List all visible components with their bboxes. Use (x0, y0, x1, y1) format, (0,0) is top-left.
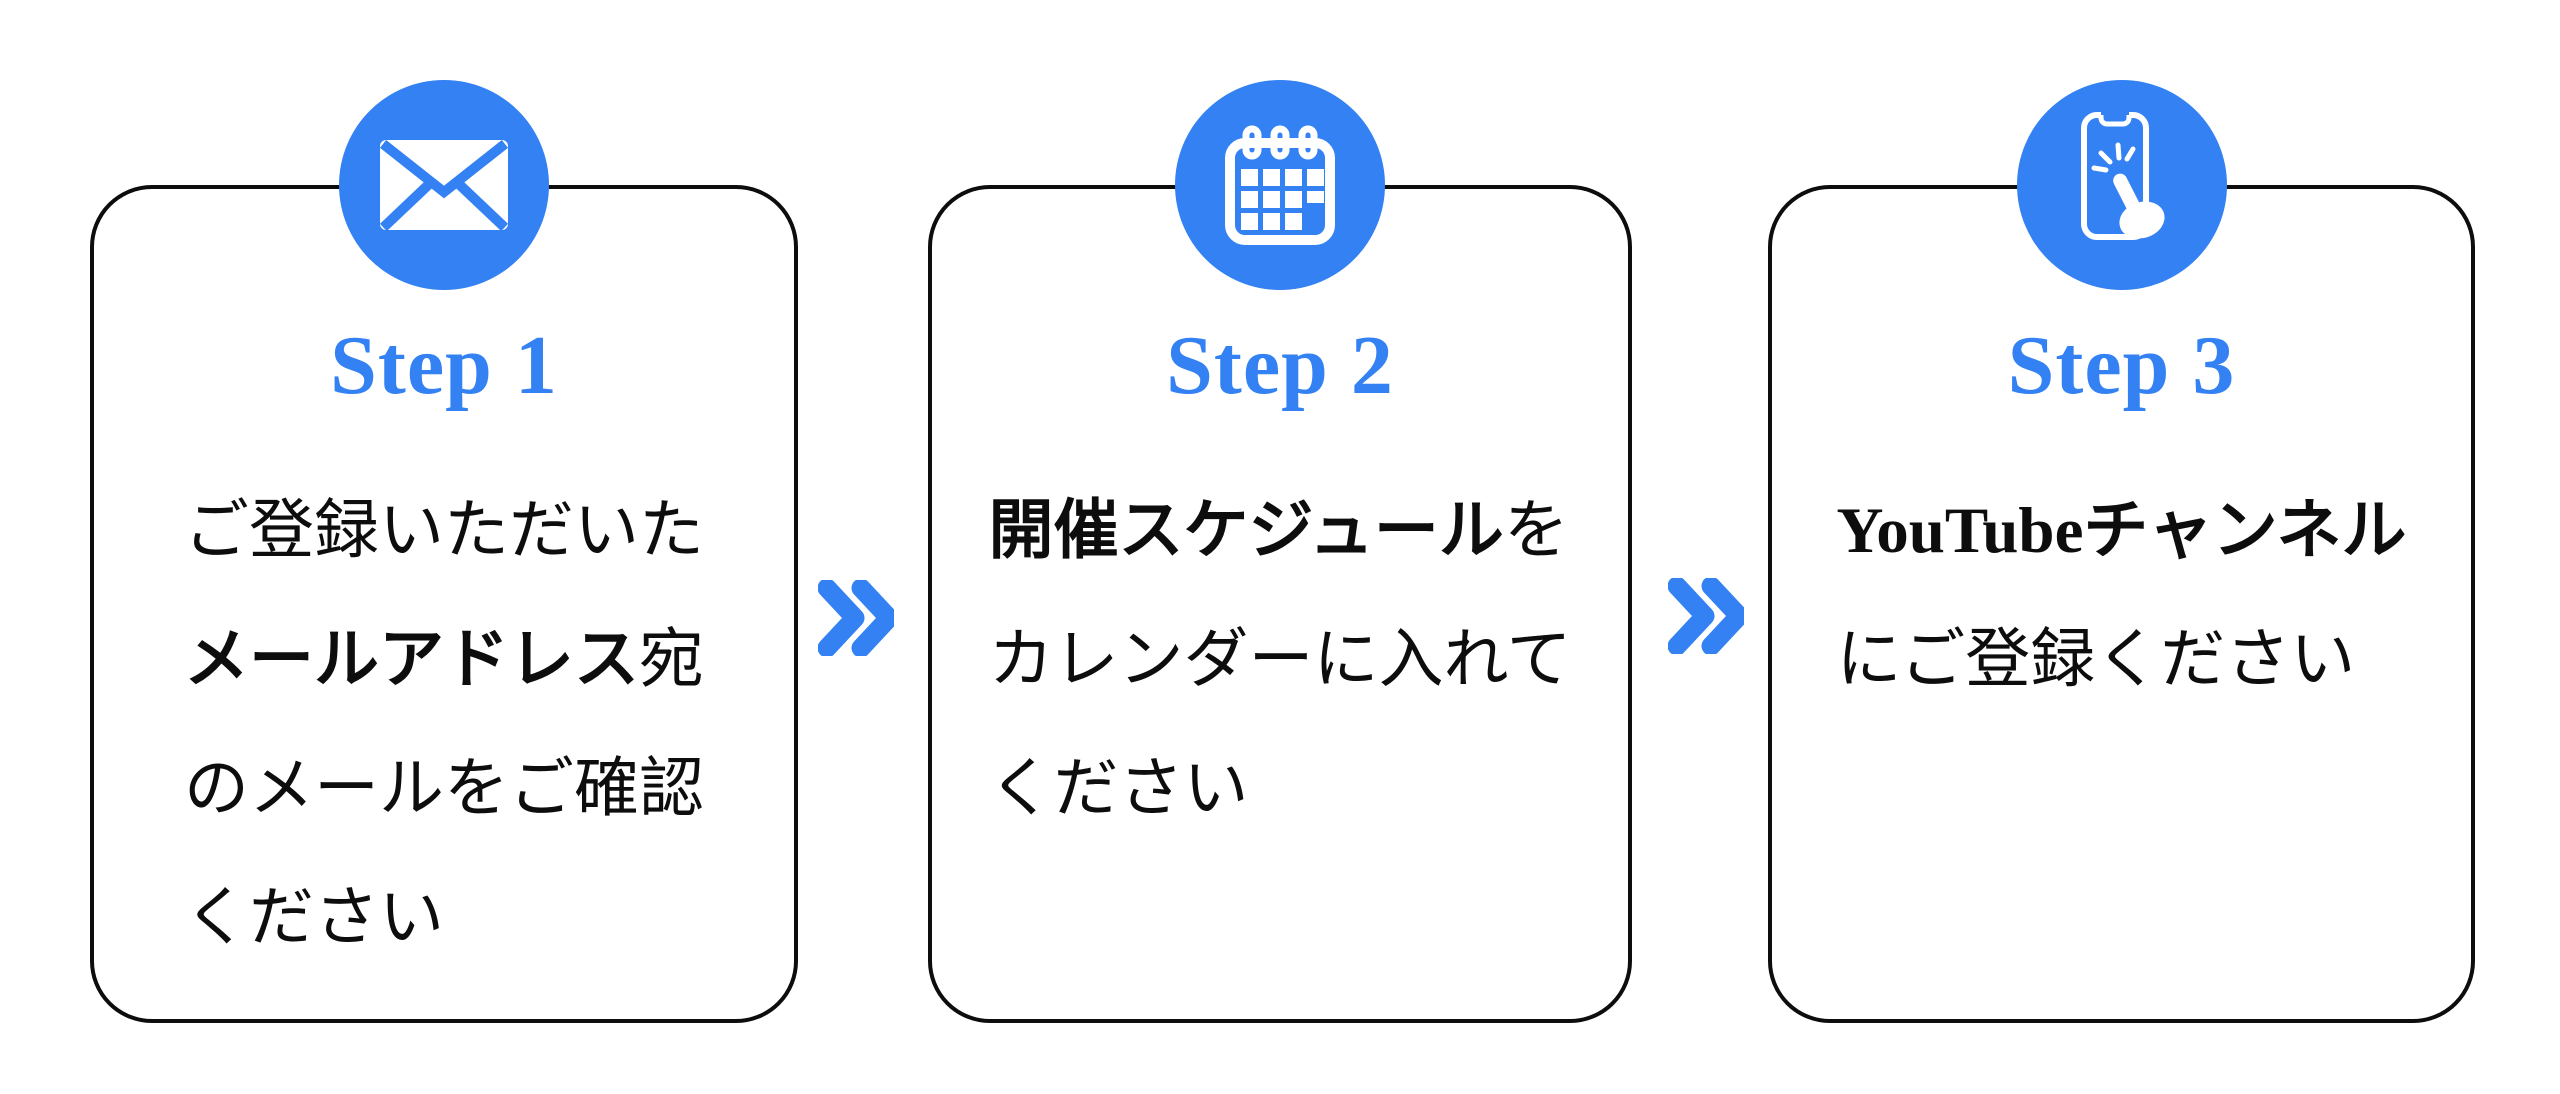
calendar-icon (1225, 125, 1335, 245)
text-line: カレンダーに入れて (988, 596, 1571, 725)
text-line: 開催スケジュールを (988, 467, 1571, 596)
text-segment: ください (988, 753, 1249, 825)
step-icon-badge (2016, 80, 2227, 290)
text-line: ください (184, 854, 704, 983)
text-line: のメールをご確認 (184, 725, 704, 854)
text-segment: にご登録ください (1836, 624, 2356, 696)
bold-text-segment: YouTubeチャンネル (1836, 495, 2407, 567)
smartphone-tap-icon (2080, 111, 2165, 240)
step-title: Step 2 (1166, 319, 1394, 412)
text-segment: カレンダーに入れて (988, 624, 1572, 696)
text-segment: のメールをご確認 (183, 753, 704, 825)
step-description: ご登録いただいたメールアドレス宛のメールをご確認ください (184, 467, 704, 983)
envelope-icon (379, 139, 509, 232)
text-segment: を (1503, 495, 1569, 567)
step-title: Step 3 (2007, 319, 2236, 412)
text-line: YouTubeチャンネル (1837, 467, 2407, 596)
step-card-2: Step 2 開催スケジュールをカレンダーに入れてください (928, 80, 1632, 1023)
text-segment: ください (183, 882, 444, 954)
text-line: ご登録いただいた (184, 467, 704, 596)
text-segment: 宛 (639, 624, 705, 696)
step-card-1: Step 1 ご登録いただいたメールアドレス宛のメールをご確認ください (90, 80, 798, 1023)
step-icon-badge (1175, 80, 1385, 290)
double-chevron-icon (817, 578, 899, 658)
text-line: にご登録ください (1837, 596, 2407, 725)
bold-text-segment: メールアドレス (183, 624, 639, 696)
step-icon-badge (339, 80, 549, 290)
double-chevron-icon (1667, 576, 1749, 656)
step-description: YouTubeチャンネルにご登録ください (1837, 467, 2407, 725)
step-title: Step 1 (330, 319, 558, 412)
step-description: 開催スケジュールをカレンダーに入れてください (988, 467, 1571, 854)
text-segment: ご登録いただいた (183, 495, 704, 567)
text-line: メールアドレス宛 (184, 596, 704, 725)
bold-text-segment: 開催スケジュール (988, 495, 1504, 567)
step-card-3: Step 3 YouTubeチャンネルにご登録ください (1768, 80, 2475, 1023)
text-line: ください (988, 725, 1571, 854)
